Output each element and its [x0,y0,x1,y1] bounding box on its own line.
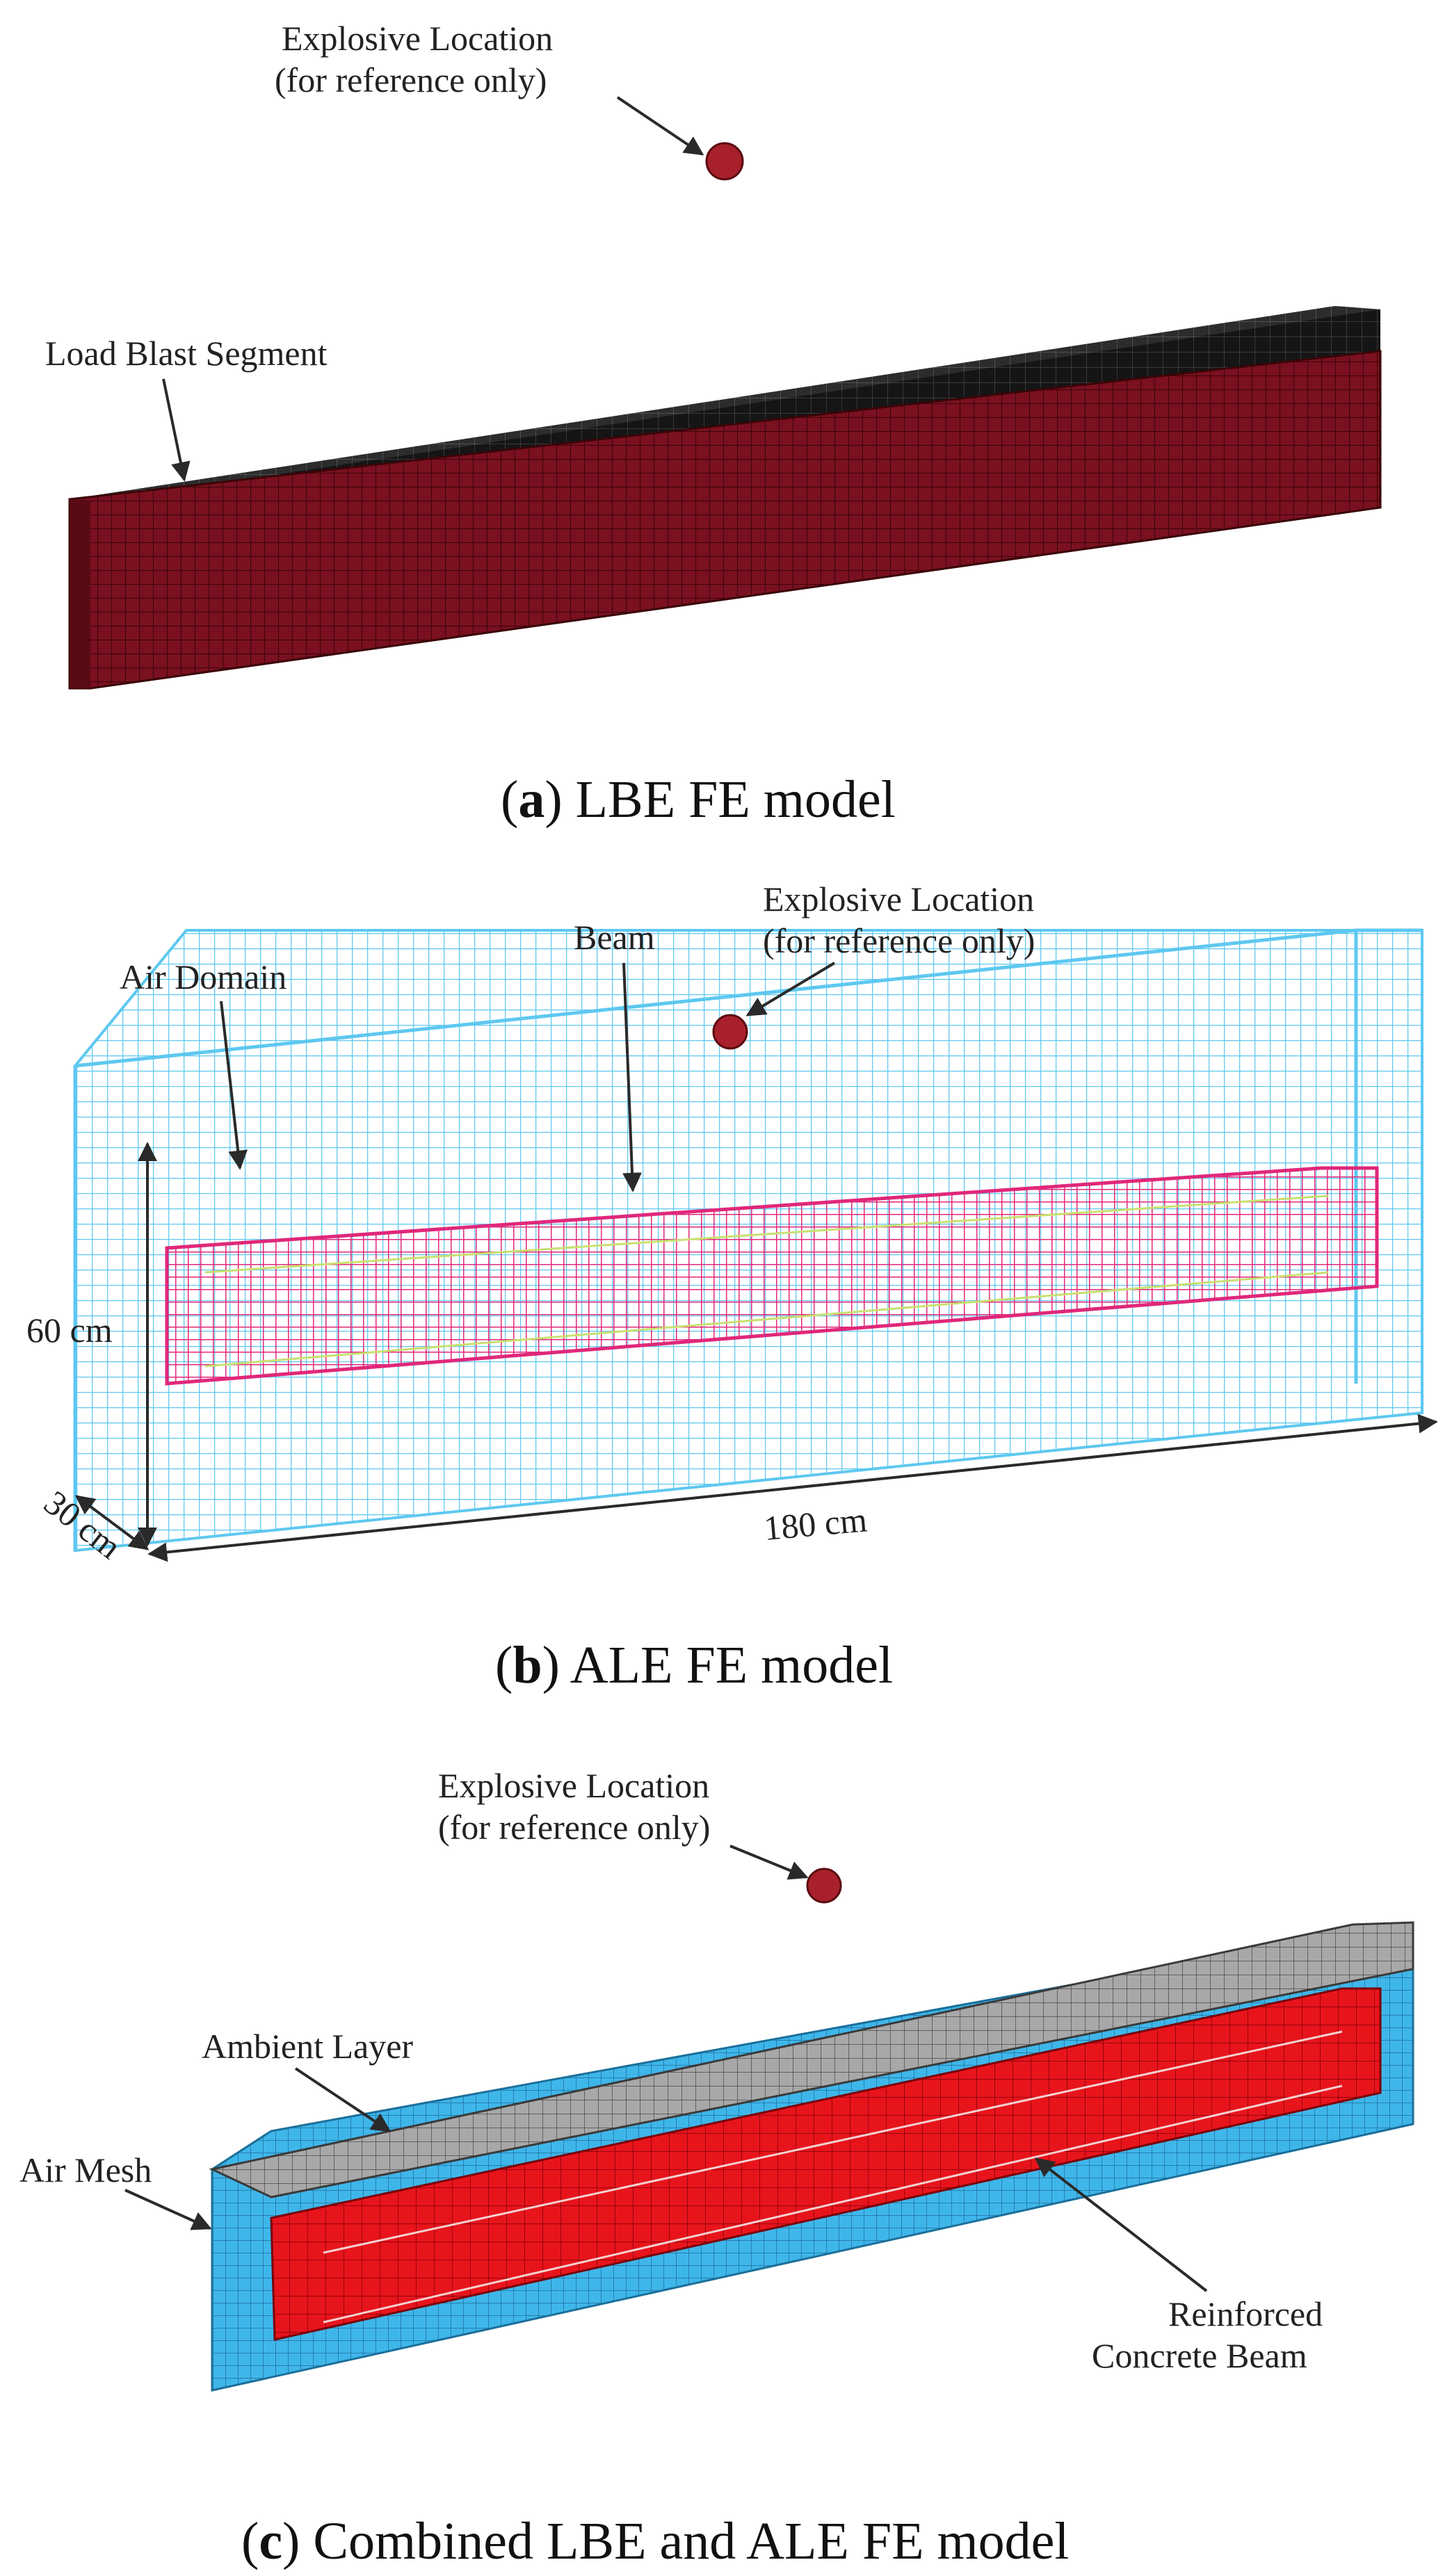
panel-a-caption-open: ( [501,770,518,829]
rc-beam-block [270,1987,1382,2341]
panel-b-beam-label: Beam [574,918,655,957]
panel-c-caption: (c) Combined LBE and ALE FE model [241,2512,1069,2570]
ale-rebar-top [204,1194,1329,1274]
dim-depth-line [74,1495,150,1550]
panel-b-caption: (b) ALE FE model [495,1636,893,1694]
panel-a-explosive-label-line2: (for reference only) [275,60,547,99]
panel-b-caption-open: ( [495,1636,513,1694]
panel-b-explosive-label-line1: Explosive Location [763,880,1034,918]
ale-rebar-bottom [204,1271,1329,1368]
panel-c-caption-rest: ) Combined LBE and ALE FE model [282,2512,1069,2570]
lbe-beam-top-mesh [70,306,1380,499]
combined-model [209,1921,1414,2392]
panel-c-air-mesh-arrow [124,2189,212,2230]
panel-a-caption: (a) LBE FE model [501,770,896,829]
panel-b-explosive-label-line2: (for reference only) [763,921,1035,960]
panel-a-segment-label: Load Blast Segment [45,334,328,373]
dim-length-line [147,1413,1438,1562]
panel-c-explosive-label-line2: (for reference only) [438,1808,710,1847]
panel-b-air-domain-arrow [220,1001,248,1170]
panel-c-rc-arrow [1034,2157,1208,2292]
panel-b-air-domain-label: Air Domain [120,957,287,996]
ambient-layer-top [209,1921,1414,2198]
panel-b-beam-arrow [622,962,642,1192]
panel-c-ambient-label: Ambient Layer [202,2027,413,2066]
ale-beam [165,1166,1379,1386]
panel-a: Explosive Location (for reference only) … [45,19,1382,829]
dim-height-label: 60 cm [26,1311,113,1350]
ale-beam-mesh [165,1166,1379,1386]
panel-c-rc-label-line2: Concrete Beam [1092,2336,1307,2375]
rc-rebar-top [323,2030,1343,2254]
panel-b-explosive-arrow [745,962,836,1016]
dim-length-label: 180 cm [762,1500,869,1548]
panel-b-caption-letter: b [513,1636,542,1694]
lbe-beam-end-face [70,499,90,688]
panel-a-explosive-marker [705,142,744,181]
panel-b-caption-rest: ) ALE FE model [542,1636,894,1694]
panel-c-caption-open: ( [241,2512,259,2570]
panel-c-air-mesh-label: Air Mesh [19,2150,152,2189]
panel-b: Air Domain Beam Explosive Location (for … [26,880,1438,1694]
rc-rebar-bottom [323,2084,1343,2324]
panel-c-rc-label-line1: Reinforced [1168,2294,1323,2333]
panel-c-caption-letter: c [259,2512,282,2570]
panel-c-ambient-arrow [294,2067,392,2132]
panel-c-explosive-arrow [729,1845,809,1880]
panel-a-explosive-label-line1: Explosive Location [282,19,553,58]
lbe-beam-model [68,306,1382,690]
panel-a-caption-letter: a [518,770,544,829]
panel-c-explosive-label-line1: Explosive Location [438,1766,709,1805]
panel-b-explosive-marker [712,1014,748,1050]
panel-a-caption-rest: ) LBE FE model [544,770,896,829]
panel-a-segment-arrow [162,378,191,482]
panel-c: Explosive Location (for reference only) … [19,1766,1414,2570]
panel-c-explosive-marker [806,1868,842,1904]
panel-a-explosive-arrow [616,96,704,156]
